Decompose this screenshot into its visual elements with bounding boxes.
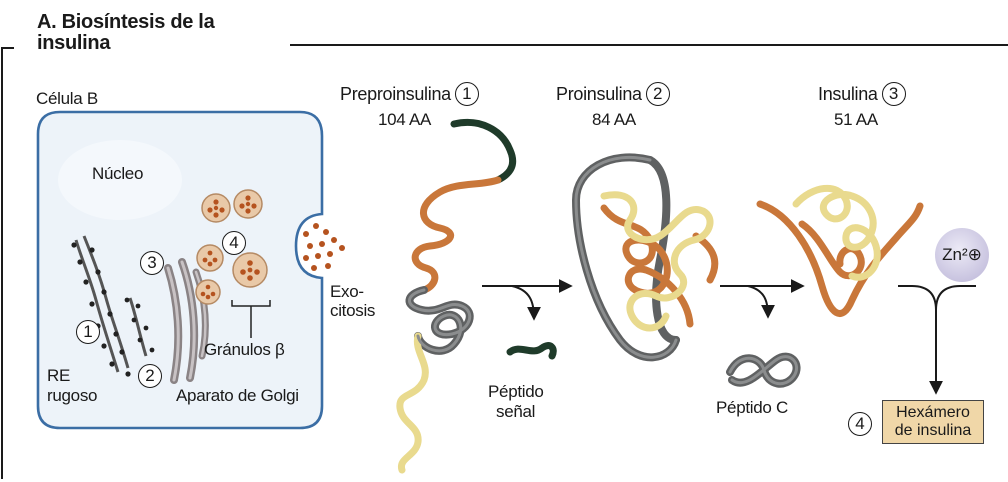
insulin-hexamer-box: Hexámero de insulina xyxy=(882,400,984,444)
proinsulin-molecule xyxy=(576,157,715,357)
hexamer-label-2: de insulina xyxy=(887,422,979,440)
zinc-label: Zn²⊕ xyxy=(942,245,982,265)
hexamer-marker: 4 xyxy=(848,412,872,436)
signal-peptide-fragment xyxy=(510,346,553,356)
zinc-ion: Zn²⊕ xyxy=(935,228,989,282)
insulin-molecule xyxy=(760,188,920,313)
signal-peptide-label-1: Péptido xyxy=(488,382,544,401)
c-peptide-label: Péptido C xyxy=(716,398,788,417)
signal-peptide-label-2: señal xyxy=(496,402,535,421)
hexamer-label-1: Hexámero xyxy=(887,404,979,422)
